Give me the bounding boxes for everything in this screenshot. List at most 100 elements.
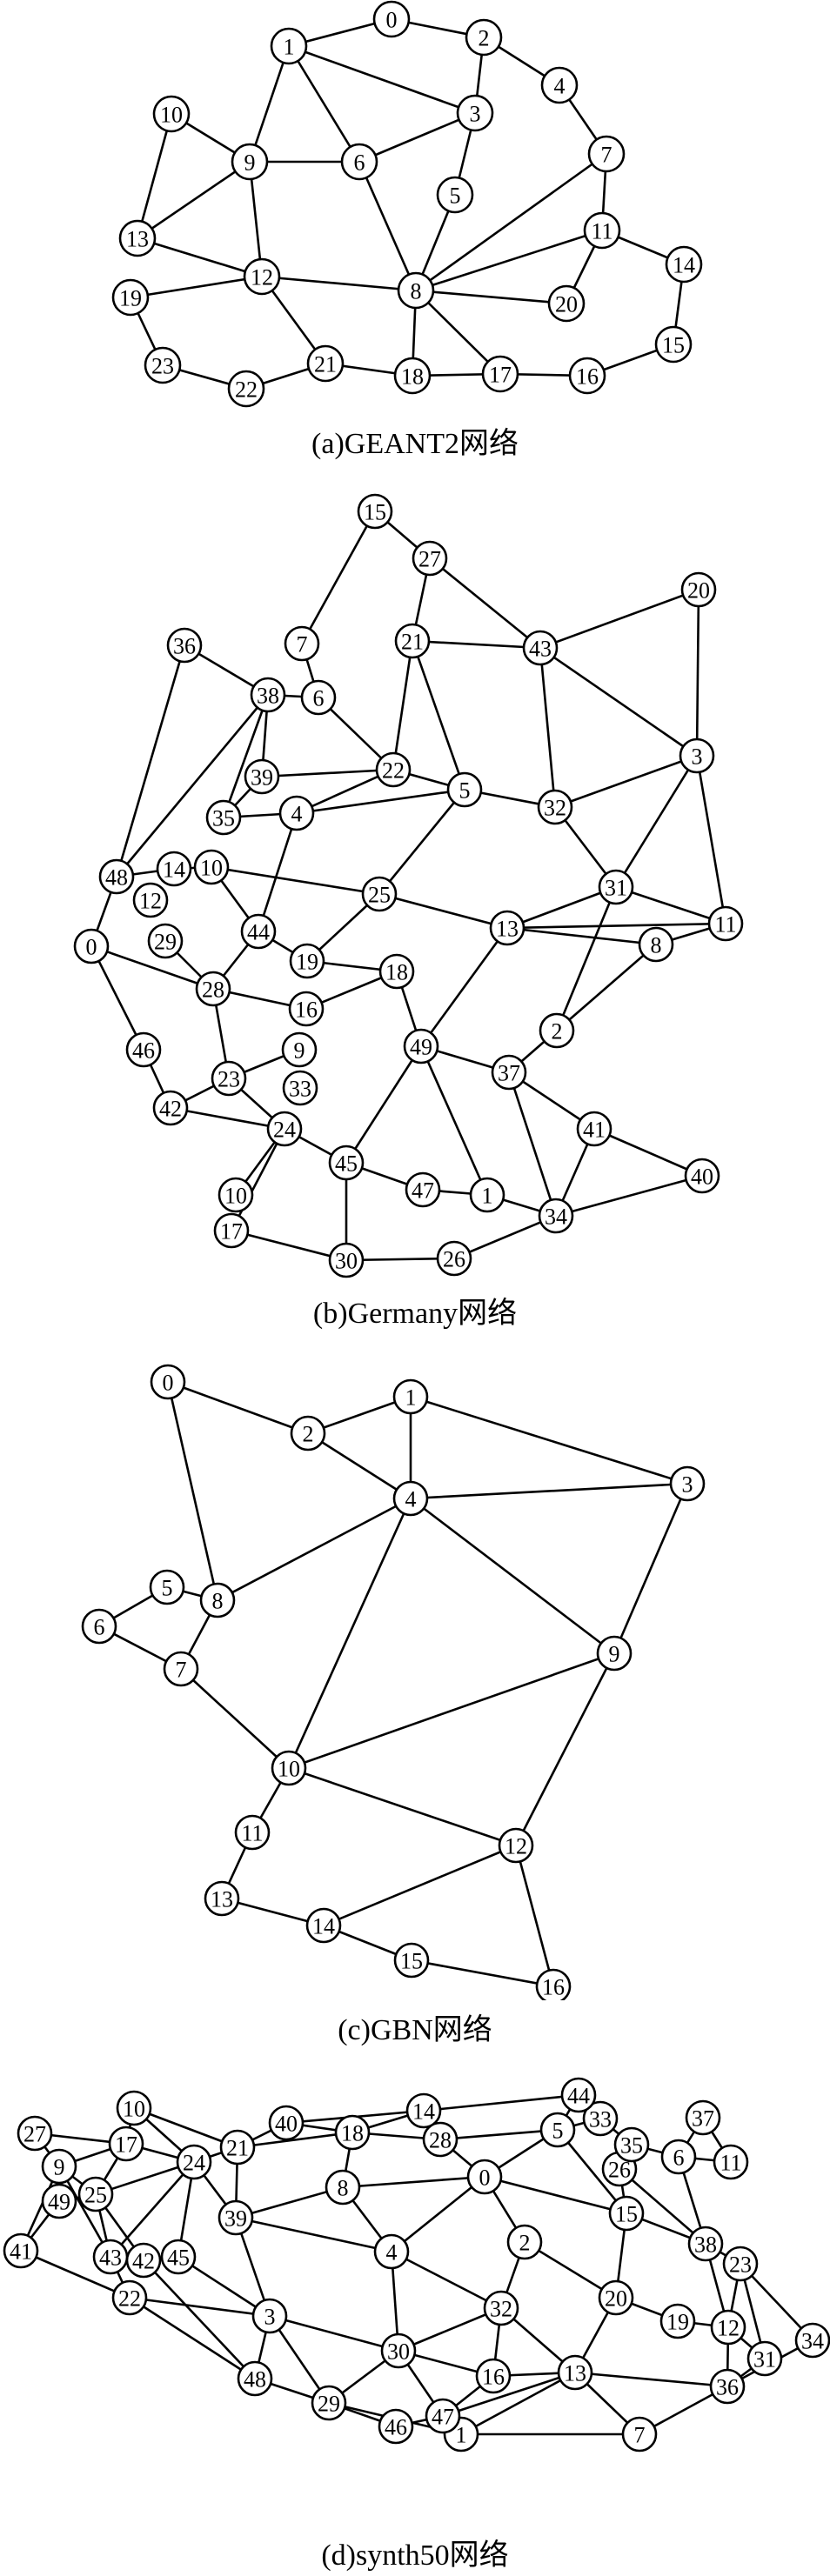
node-circle (234, 1814, 271, 1851)
node-13: 13 (118, 219, 157, 257)
node-circle (669, 1465, 706, 1502)
node-label: 3 (470, 102, 481, 127)
node-48: 48 (98, 858, 135, 895)
edge-3-30 (269, 2314, 399, 2352)
node-circle (489, 910, 525, 946)
node-label: 20 (605, 2286, 627, 2312)
node-label: 32 (544, 796, 566, 821)
edge-1-3 (288, 44, 476, 115)
node-circle (268, 2105, 305, 2141)
node-circle (288, 991, 325, 1027)
edge-37-34 (507, 1071, 558, 1217)
node-label: 15 (615, 2202, 638, 2227)
node-16: 16 (568, 357, 606, 395)
node-circle (289, 943, 325, 979)
node-circle (707, 905, 744, 942)
node-label: 19 (296, 950, 318, 975)
node-circle (659, 2303, 696, 2339)
node-10b: 10 (218, 1177, 254, 1213)
node-circle (710, 2309, 746, 2346)
node-label: 5 (450, 184, 461, 209)
node-label: 2 (303, 1422, 314, 1447)
node-label: 1 (456, 2423, 467, 2448)
node-20: 20 (680, 571, 717, 608)
node-circle (240, 913, 277, 950)
node-label: 49 (410, 1035, 432, 1060)
node-6: 6 (660, 2139, 697, 2175)
node-label: 38 (257, 684, 279, 709)
node-3: 3 (456, 94, 494, 132)
node-circle (306, 344, 345, 383)
edge-41-40 (593, 1127, 703, 1178)
node-circle (394, 623, 431, 659)
node-5: 5 (149, 1569, 185, 1605)
node-label: 46 (132, 1038, 155, 1064)
node-17: 17 (481, 355, 519, 393)
node-circle (481, 355, 519, 393)
node-33: 33 (282, 1070, 318, 1106)
node-circle (111, 2279, 148, 2316)
node-circle (231, 143, 269, 181)
node-label: 11 (720, 2151, 741, 2176)
node-9: 9 (231, 143, 269, 181)
node-circle (111, 278, 150, 317)
node-circle (282, 1070, 318, 1106)
edge-30-17 (231, 1229, 347, 1262)
edge-9-13 (137, 160, 251, 240)
node-circle (378, 953, 415, 990)
node-label: 16 (542, 1975, 565, 2000)
node-circle (393, 1942, 430, 1979)
edge-3-32 (554, 754, 698, 809)
node-circle (211, 1060, 247, 1097)
node-circle (41, 2183, 77, 2219)
node-label: 3 (264, 2305, 276, 2330)
edge-14-12 (323, 1844, 517, 1927)
node-18: 18 (393, 357, 432, 395)
node-label: 38 (694, 2232, 717, 2258)
node-label: 10 (224, 1184, 247, 1209)
edge-1-9 (248, 45, 291, 163)
node-label: 10 (160, 103, 183, 128)
node-44: 44 (560, 2077, 597, 2113)
node-circle (243, 257, 281, 296)
node-circle (506, 2224, 543, 2260)
node-label: 10 (200, 856, 223, 881)
edge-15-16 (411, 1959, 554, 1988)
node-circle (149, 1569, 185, 1605)
node-circle (373, 2233, 410, 2270)
node-circle (218, 1177, 254, 1213)
node-label: 6 (94, 1615, 105, 1640)
node-12: 12 (243, 257, 281, 296)
caption-germany: (b)Germany网络 (312, 1298, 518, 1330)
edge-8-39 (235, 2186, 344, 2219)
node-48: 48 (237, 2360, 273, 2397)
node-label: 33 (289, 1077, 311, 1102)
node-label: 28 (429, 2128, 452, 2153)
node-label: 40 (275, 2112, 298, 2137)
node-41: 41 (576, 1111, 612, 1147)
node-14: 14 (665, 245, 703, 284)
node-label: 11 (591, 219, 612, 244)
edge-21-18 (237, 2131, 353, 2149)
node-circle (152, 1090, 189, 1126)
edge-14-44 (423, 2093, 579, 2112)
edge-1-6 (287, 45, 361, 163)
node-circle (108, 2126, 144, 2162)
node-label: 48 (105, 865, 128, 891)
node-circle (583, 211, 621, 250)
node-label: 28 (202, 978, 224, 1003)
node-label: 44 (247, 920, 270, 945)
node-circle (271, 1750, 307, 1786)
node-circle (372, 0, 411, 38)
edge-9-10 (288, 1652, 615, 1770)
node-label: 9 (54, 2155, 65, 2180)
node-label: 13 (564, 2361, 586, 2386)
node-35: 35 (205, 799, 242, 836)
edge-38-48 (116, 694, 269, 878)
node-label: 20 (687, 578, 710, 604)
node-25: 25 (361, 876, 398, 912)
edge-4-32 (391, 2250, 502, 2310)
node-30: 30 (328, 1242, 365, 1278)
node-8: 8 (199, 1582, 236, 1618)
